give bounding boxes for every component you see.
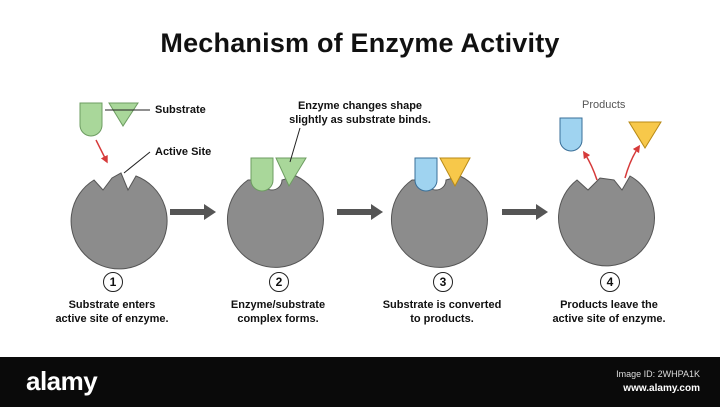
product-u-3 <box>414 157 438 192</box>
page-title: Mechanism of Enzyme Activity <box>160 28 560 58</box>
substrate-label: Substrate <box>155 104 206 116</box>
image-id: Image ID: 2WHPA1K <box>616 369 700 379</box>
step-caption-3: Substrate is converted to products. <box>362 298 522 326</box>
brand-logo[interactable]: alamy <box>26 366 98 396</box>
product-tri-3 <box>439 157 471 188</box>
substrate-u-2 <box>250 157 274 192</box>
step-2-line-1: Enzyme/substrate <box>230 299 326 311</box>
step-2-line-2: complex forms. <box>237 313 319 325</box>
active-site-label: Active Site <box>155 146 212 158</box>
step-3-line-2: to products. <box>410 313 474 325</box>
step-number-4: 4 <box>600 272 620 292</box>
step-4-line-1: Products leave the <box>560 299 658 311</box>
substrate-u-1 <box>79 102 103 137</box>
enzyme-2 <box>226 175 324 268</box>
product-u-4 <box>559 117 583 152</box>
process-arrow-2 <box>337 204 383 220</box>
step-number-3: 3 <box>433 272 453 292</box>
substrate-tri-1 <box>108 102 139 127</box>
entry-arrow <box>95 139 108 164</box>
enzyme-diagram <box>70 102 662 270</box>
step-4-line-2: active site of enzyme. <box>552 313 666 325</box>
step-number-1: 1 <box>103 272 123 292</box>
enzyme-3 <box>390 175 488 268</box>
shape-change-annotation: Enzyme changes shape slightly as substra… <box>265 99 455 127</box>
shape-change-line-2: slightly as substrate binds. <box>289 114 431 126</box>
shape-change-line-1: Enzyme changes shape <box>297 100 423 112</box>
step-3-line-1: Substrate is converted <box>382 299 502 311</box>
exit-arrow-left <box>582 150 598 181</box>
process-arrow-3 <box>502 204 548 220</box>
step-number-2: 2 <box>269 272 289 292</box>
footer-bar: alamy Image ID: 2WHPA1K www.alamy.com <box>0 357 720 407</box>
process-arrow-1 <box>170 204 216 220</box>
step-caption-1: Substrate enters active site of enzyme. <box>32 298 192 326</box>
site-url[interactable]: www.alamy.com <box>623 383 700 394</box>
enzyme-4 <box>558 175 656 267</box>
enzyme-1 <box>70 172 168 270</box>
step-1-line-1: Substrate enters <box>68 299 156 311</box>
exit-arrow-right <box>624 144 641 179</box>
step-caption-4: Products leave the active site of enzyme… <box>529 298 689 326</box>
step-1-line-2: active site of enzyme. <box>55 313 169 325</box>
product-tri-4 <box>628 121 662 149</box>
products-label: Products <box>582 99 626 111</box>
step-caption-2: Enzyme/substrate complex forms. <box>198 298 358 326</box>
